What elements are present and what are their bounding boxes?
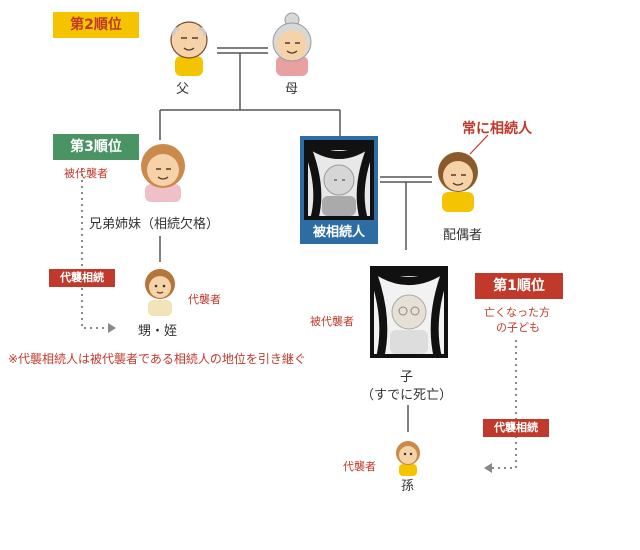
father-portrait [170, 21, 208, 76]
siblings-substituted-label: 被代襲者 [64, 167, 108, 180]
siblings-portrait [141, 144, 185, 202]
spouse-portrait [438, 152, 478, 212]
mother-label: 母 [285, 82, 299, 97]
always-heir-label: 常に相続人 [462, 121, 532, 137]
rank1-note-line2: の子ども [496, 321, 540, 334]
grandchild-portrait [396, 441, 420, 476]
rank1-badge: 第1順位 [475, 273, 563, 299]
rank1-note-line1: 亡くなった方 [484, 306, 550, 319]
siblings-label: 兄弟姉妹（相続欠格） [89, 217, 220, 232]
nephew-portrait [145, 269, 175, 316]
nephew-label: 甥・姪 [138, 324, 178, 339]
father-label: 父 [176, 82, 190, 97]
rank2-badge: 第2順位 [53, 12, 139, 38]
rank3-badge: 第3順位 [53, 134, 139, 160]
spouse-label: 配偶者 [443, 228, 483, 243]
proxy-inheritance-tag-left: 代襲相続 [49, 269, 115, 287]
child-label: 子 [400, 370, 414, 385]
child-substituted-label: 被代襲者 [310, 315, 354, 328]
decedent-label: 被相続人 [300, 222, 378, 244]
grandchild-substitute-label: 代襲者 [343, 460, 376, 473]
nephew-substitute-label: 代襲者 [188, 293, 221, 306]
footnote: ※代襲相続人は被代襲者である相続人の地位を引き継ぐ [8, 352, 306, 366]
grandchild-label: 孫 [401, 479, 415, 494]
child-sub-label: （すでに死亡） [361, 388, 453, 403]
mother-portrait [272, 12, 312, 76]
proxy-inheritance-tag-right: 代襲相続 [483, 419, 549, 437]
child-portrait [370, 266, 448, 358]
decedent-portrait [304, 140, 374, 220]
